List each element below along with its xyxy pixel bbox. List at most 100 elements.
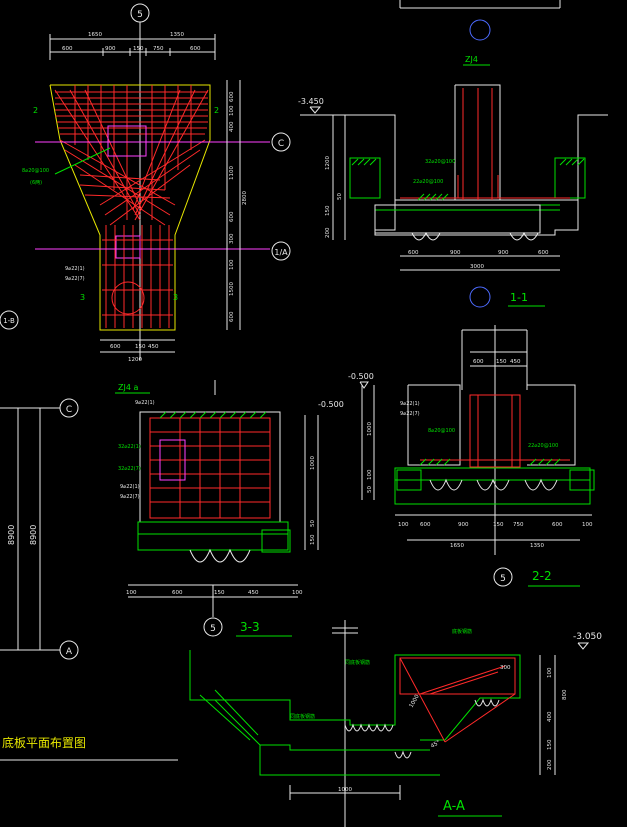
sec11-label: ZJ4 xyxy=(465,55,478,64)
plan-rdim-600b: 600 xyxy=(229,211,235,222)
section-2-2: 600 150 450 -0.500 9⌀22(1) 9⌀22(7) 8⌀20@… xyxy=(348,325,595,587)
sec33-title: 3-3 xyxy=(240,620,260,634)
sec22-vdim-50: 50 xyxy=(367,486,373,493)
sec22-btotal-1650: 1650 xyxy=(450,543,464,549)
sec22-bdim-150: 150 xyxy=(493,522,504,528)
section-mark-2-left: 2 xyxy=(33,106,38,115)
zj4a-rebar-3: 9⌀22(1) xyxy=(120,484,140,490)
sec22-piles xyxy=(429,478,558,491)
plan-title: 底板平面布置图 xyxy=(2,735,86,750)
section-1-1: ZJ4 -3.450 32⌀20@100 22⌀20@100 1200 xyxy=(298,0,608,308)
sec11-rebar-b: 22⌀20@100 xyxy=(413,179,443,185)
axis-bubble-top-right xyxy=(469,19,491,41)
left-dim-8900b: 8900 xyxy=(29,525,38,545)
sec11-pad-left xyxy=(349,157,381,199)
sec22-bdim-100b: 100 xyxy=(582,522,593,528)
zj4a-rebar-1: 32⌀22(1) xyxy=(118,444,141,450)
zj4a-rebar-2: 32⌀22(7) xyxy=(118,466,141,472)
zj4a-vdim-150: 150 xyxy=(310,534,316,545)
axis-label-5-bottom: 5 xyxy=(500,574,506,584)
sec22-rebar-1: 9⌀22(1) xyxy=(400,401,420,407)
plan-subdim-900: 900 xyxy=(105,46,116,52)
column-outline-upper xyxy=(107,125,147,157)
axis-bubble-mid-right xyxy=(469,286,491,308)
column-outline-lower xyxy=(115,235,141,259)
plan-rdim-600c: 600 xyxy=(229,311,235,322)
plan-bdim-1200: 1200 xyxy=(128,357,142,363)
sec11-title: 1-1 xyxy=(510,291,528,304)
axis-label-1b: 1-B xyxy=(3,317,15,325)
axis-bubble-a-left xyxy=(59,640,79,660)
zj4a-rebar-cage xyxy=(149,417,271,519)
sec22-bdim-750: 750 xyxy=(513,522,524,528)
sec11-vdim-1200: 1200 xyxy=(325,156,331,170)
left-dim-8900a: 8900 xyxy=(7,525,16,545)
zj4a-rebar-4: 9⌀22(7) xyxy=(120,494,140,500)
aa-dim-300: 300 xyxy=(500,665,511,671)
sec11-elev: -3.450 xyxy=(298,97,324,106)
axis-bubble-5-mid xyxy=(203,617,223,637)
plan-rdim-100b: 100 xyxy=(229,259,235,270)
aa-title: A-A xyxy=(443,799,465,814)
sec11-pad-right xyxy=(554,157,586,199)
sec11-pile-right xyxy=(509,231,539,241)
plan-dim-1350: 1350 xyxy=(170,32,184,38)
aa-outline-top xyxy=(189,650,521,741)
sec11-pile-left xyxy=(411,231,441,241)
zj4a-vdim-1000: 1000 xyxy=(310,456,316,470)
axis-label-5-top: 5 xyxy=(137,10,143,20)
sec11-vdim-150: 150 xyxy=(325,205,331,216)
axis-bubble-c-left xyxy=(59,398,79,418)
plan-rdim-1100: 1100 xyxy=(229,166,235,180)
sec22-title: 2-2 xyxy=(532,569,552,583)
zj4a-pile xyxy=(189,548,251,563)
sec22-rebar-2: 9⌀22(7) xyxy=(400,411,420,417)
axis-bubble-1b xyxy=(0,310,19,330)
pile-circle-plan xyxy=(111,281,145,315)
plan-bdim-450: 450 xyxy=(148,344,159,350)
sec11-vdim-200: 200 xyxy=(325,227,331,238)
zj4a-outline xyxy=(139,411,281,523)
aa-note-1: 底板钢筋 xyxy=(452,628,472,635)
plan-bdim-150: 150 xyxy=(135,344,146,350)
sec22-btotal-1350: 1350 xyxy=(530,543,544,549)
plan-subdim-600a: 600 xyxy=(62,46,73,52)
axis-label-1a: 1/A xyxy=(274,248,288,257)
aa-note-3: 同底板钢筋 xyxy=(290,713,315,720)
aa-vdim-100: 100 xyxy=(547,667,553,678)
zj4a-label: ZJ4 a xyxy=(118,383,138,392)
sec22-column-cage xyxy=(469,394,521,468)
plan-rdim-total: 2800 xyxy=(242,191,248,205)
aa-vdim-200: 200 xyxy=(547,759,553,770)
section-3-3: ZJ4 a 9⌀22(1) 32⌀22(1) 32⌀22(7) 9⌀22(1) … xyxy=(115,380,344,637)
aa-vdim-150: 150 xyxy=(547,739,553,750)
zj4a-top-rebar: 9⌀22(1) xyxy=(135,400,155,406)
sec22-tdim-150: 150 xyxy=(496,359,507,365)
zj4a-bdim-600: 600 xyxy=(172,590,183,596)
sec11-bdim-600b: 600 xyxy=(538,250,549,256)
sec22-bdim-600a: 600 xyxy=(420,522,431,528)
plan-subdim-600b: 600 xyxy=(190,46,201,52)
plan-rdim-100a: 100 xyxy=(229,105,235,116)
zj4a-vdim-50: 50 xyxy=(310,520,316,527)
zj4a-bdim-150: 150 xyxy=(214,590,225,596)
footing-outline xyxy=(49,84,211,331)
section-mark-3-left: 3 xyxy=(80,293,85,302)
sec22-bdim-100a: 100 xyxy=(398,522,409,528)
axis-bubble-c-top xyxy=(271,132,291,152)
plan-dim-1650: 1650 xyxy=(88,32,102,38)
sec11-bdim-total: 3000 xyxy=(470,264,484,270)
aa-elev: -3.050 xyxy=(573,632,602,642)
sec11-vdim-50: 50 xyxy=(337,193,343,200)
sec22-outline-right xyxy=(527,384,576,466)
sec22-rebar-4: 22⌀20@100 xyxy=(528,443,558,449)
plan-subdim-750: 750 xyxy=(153,46,164,52)
sec22-vdim-1000: 1000 xyxy=(367,422,373,436)
plan-bdim-600: 600 xyxy=(110,344,121,350)
sec22-tdim-600: 600 xyxy=(473,359,484,365)
sec22-outline-left xyxy=(407,384,461,466)
sec22-bdim-600b: 600 xyxy=(552,522,563,528)
plan-rdim-300: 300 xyxy=(229,233,235,244)
aa-outline-slope xyxy=(190,699,430,751)
